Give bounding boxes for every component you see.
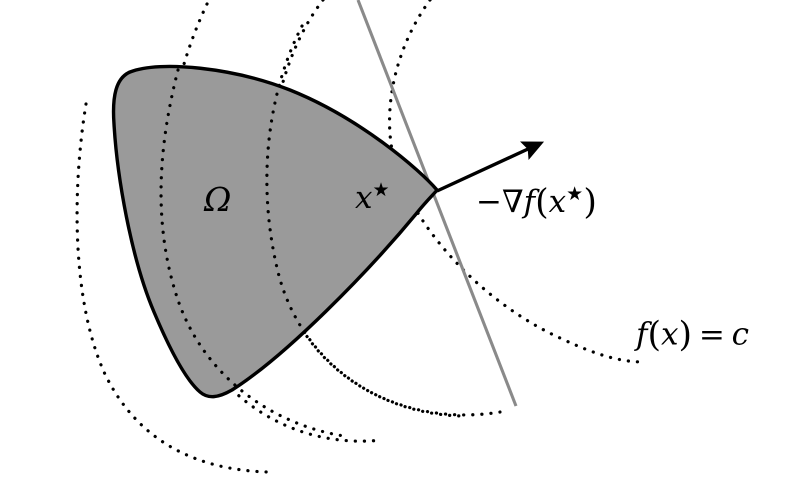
negative-gradient-arrow — [436, 141, 545, 193]
close-paren: ) — [678, 315, 693, 355]
level-argument: x — [661, 316, 679, 353]
level-set-contour-3-inside — [159, 68, 346, 438]
open-paren: ( — [647, 315, 662, 355]
minus-sign: − — [476, 183, 502, 220]
star-icon: ★ — [372, 178, 390, 201]
level-constant: c — [731, 316, 750, 353]
optimal-point-label: x★ — [355, 180, 390, 214]
level-function-symbol: f — [636, 316, 648, 353]
supporting-hyperplane-line — [356, 0, 518, 407]
nabla-icon: ∇ — [501, 183, 524, 220]
level-set-contours-over-region — [159, 24, 464, 438]
level-set-label: f(x)=c — [636, 318, 749, 353]
equals-sign: = — [698, 316, 725, 353]
star-icon: ★ — [566, 182, 584, 205]
level-set-contour-2 — [266, 0, 502, 417]
feasible-region-omega — [111, 64, 439, 399]
optimal-point-variable: x — [355, 179, 373, 216]
gradient-argument: x — [548, 183, 567, 220]
level-set-contour-4-outermost — [75, 102, 270, 474]
gradient-function-symbol: f — [523, 183, 536, 220]
open-paren: ( — [535, 182, 549, 223]
level-set-contour-2-inside — [265, 24, 464, 418]
negative-gradient-label: −∇f(x★) — [476, 184, 597, 220]
close-paren: ) — [583, 182, 597, 223]
level-set-contour-1-innermost — [387, 0, 646, 364]
region-label-omega: Ω — [204, 180, 232, 219]
